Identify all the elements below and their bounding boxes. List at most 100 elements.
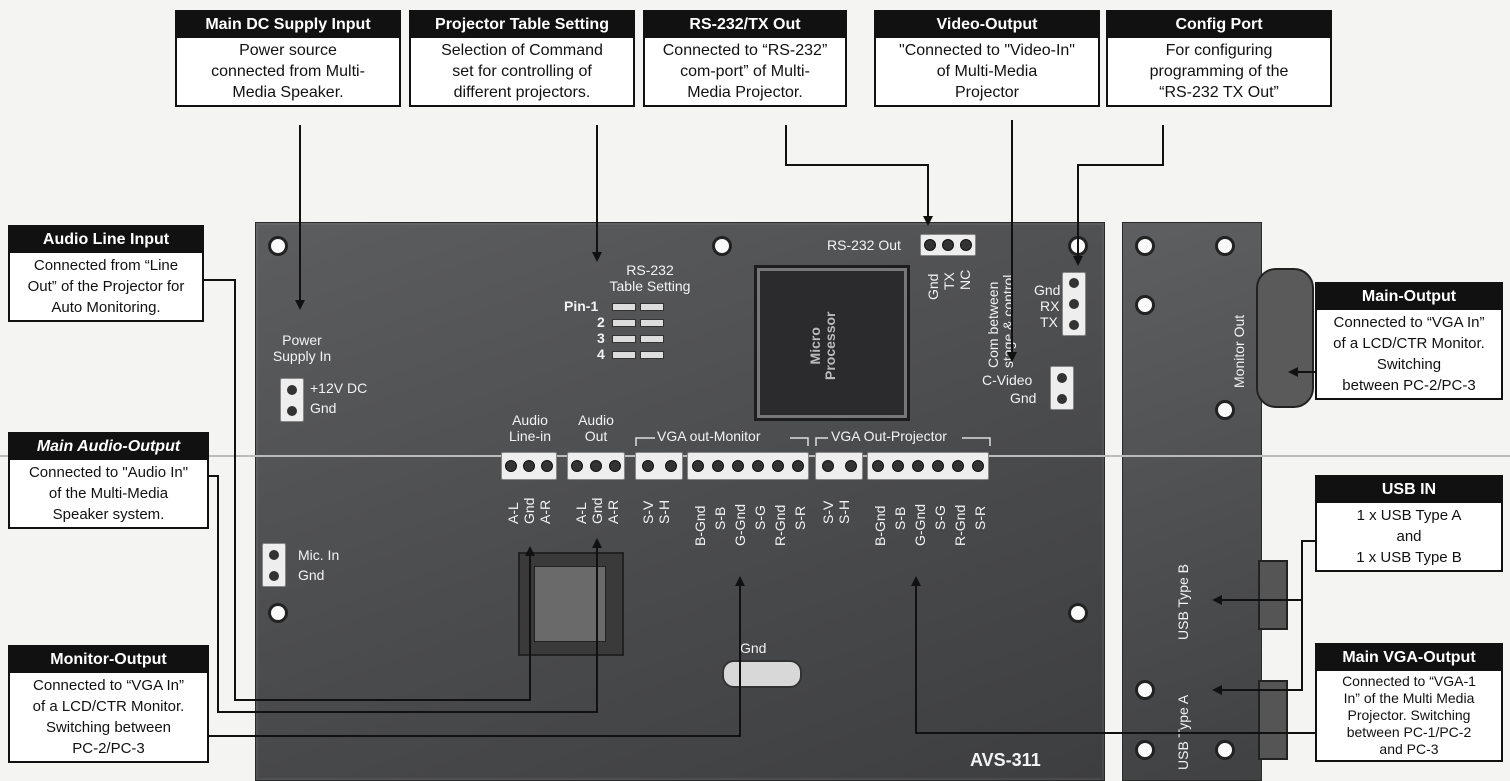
monitor-out-label: Monitor Out xyxy=(1231,314,1247,388)
dip-switch[interactable] xyxy=(640,335,664,343)
vga-mon-rgnd-pin: R-Gnd xyxy=(772,504,788,546)
rs232-gnd-pin: Gnd xyxy=(925,273,941,300)
callout-title: RS-232/TX Out xyxy=(645,12,845,38)
rs232-out-header xyxy=(920,234,976,256)
vga-proj-sb-pin: S-B xyxy=(892,506,908,530)
audio-in-gnd-pin: Gnd xyxy=(521,497,537,524)
config-port-header xyxy=(1062,272,1086,336)
monitor-out-connector xyxy=(1256,268,1314,408)
dip-switch[interactable] xyxy=(612,303,636,311)
config-rx-label: RX xyxy=(1040,298,1060,314)
power-gnd-label: Gnd xyxy=(310,400,337,416)
pin-4-label: 4 xyxy=(597,346,605,362)
mount-hole xyxy=(1215,236,1235,256)
video-output-callout: Video-Output "Connected to "Video-In"of … xyxy=(874,10,1100,107)
usb-b-connector xyxy=(1258,560,1288,630)
callout-title: Main DC Supply Input xyxy=(177,12,399,38)
monitor-output-callout: Monitor-Output Connected to “VGA In”of a… xyxy=(8,645,209,763)
vga-monitor-rgb-header xyxy=(687,452,809,480)
config-gnd-label: Gnd xyxy=(1034,282,1061,298)
vga-mon-bgnd-pin: B-Gnd xyxy=(692,505,708,546)
vga-projector-rgb-header xyxy=(867,452,989,480)
main-board xyxy=(255,222,1105,781)
pin-2-label: 2 xyxy=(597,314,605,330)
mount-hole xyxy=(1135,236,1155,256)
c-video-header xyxy=(1050,366,1074,410)
vga-out-monitor-label: VGA out-Monitor xyxy=(657,428,761,444)
vga-mon-sg-pin: S-G xyxy=(752,505,768,530)
plus12v-label: +12V DC xyxy=(310,380,368,396)
mic-gnd-label: Gnd xyxy=(298,567,325,583)
dip-switch[interactable] xyxy=(612,335,636,343)
audio-out-ar-pin: A-R xyxy=(605,499,621,524)
vga-proj-ggnd-pin: G-Gnd xyxy=(912,503,928,546)
config-tx-label: TX xyxy=(1040,314,1058,330)
vga-mon-sh-pin: S-H xyxy=(656,499,672,524)
main-audio-output-callout: Main Audio-Output Connected to "Audio In… xyxy=(8,432,209,529)
power-header xyxy=(280,378,304,422)
callout-title: Monitor-Output xyxy=(10,647,207,673)
projector-table-callout: Projector Table Setting Selection of Com… xyxy=(409,10,635,107)
dip-switch[interactable] xyxy=(612,351,636,359)
audio-out-al-pin: A-L xyxy=(573,502,589,524)
callout-title: Main VGA-Output xyxy=(1317,645,1501,671)
rs232-out-label: RS-232 Out xyxy=(827,237,901,253)
vga-monitor-sync-header xyxy=(635,452,683,480)
mount-hole xyxy=(1135,740,1155,760)
usb-type-a-label: USB Type A xyxy=(1175,694,1191,770)
gnd-lug-label: Gnd xyxy=(740,640,767,656)
mount-hole xyxy=(268,236,288,256)
vga-proj-sh-pin: S-H xyxy=(836,499,852,524)
mic-in-header xyxy=(262,543,286,587)
vga-mon-sv-pin: S-V xyxy=(640,500,656,524)
rs232-tx-pin: TX xyxy=(941,272,957,290)
callout-title: Projector Table Setting xyxy=(411,12,633,38)
dip-switch[interactable] xyxy=(640,319,664,327)
callout-title: Audio Line Input xyxy=(10,227,202,253)
mount-hole xyxy=(1135,680,1155,700)
mount-hole xyxy=(1215,400,1235,420)
vga-out-projector-label: VGA Out-Projector xyxy=(831,428,947,444)
callout-title: Main-Output xyxy=(1317,284,1501,310)
vga-mon-sb-pin: S-B xyxy=(712,506,728,530)
mount-hole xyxy=(1068,603,1088,623)
vga-proj-sv-pin: S-V xyxy=(820,500,836,524)
gnd-lug xyxy=(722,660,802,688)
dip-switch[interactable] xyxy=(612,319,636,327)
vga-proj-bgnd-pin: B-Gnd xyxy=(872,505,888,546)
callout-body: Connected to "Audio In"of the Multi-Medi… xyxy=(28,464,189,523)
inductor-core xyxy=(534,566,606,642)
callout-body: Connected to “VGA In”of a LCD/CTR Monito… xyxy=(1333,314,1485,394)
vga-mon-ggnd-pin: G-Gnd xyxy=(732,503,748,546)
rs232-tx-callout: RS-232/TX Out Connected to “RS-232”com-p… xyxy=(643,10,847,107)
mount-hole xyxy=(1215,740,1235,760)
main-output-callout: Main-Output Connected to “VGA In”of a LC… xyxy=(1315,282,1503,400)
callout-body: Connected to “RS-232”com-port” of Multi-… xyxy=(662,42,828,101)
audio-line-in-header xyxy=(501,452,557,480)
mount-hole xyxy=(1135,295,1155,315)
callout-body: Connected to “VGA In”of a LCD/CTR Monito… xyxy=(32,677,185,757)
dip-switch[interactable] xyxy=(640,303,664,311)
mount-hole xyxy=(1068,236,1088,256)
audio-out-gnd-pin: Gnd xyxy=(589,497,605,524)
audio-out-header xyxy=(567,452,625,480)
pin-3-label: 3 xyxy=(597,330,605,346)
dip-switch[interactable] xyxy=(640,351,664,359)
vga-proj-rgnd-pin: R-Gnd xyxy=(952,504,968,546)
micro-processor-chip xyxy=(757,268,907,418)
